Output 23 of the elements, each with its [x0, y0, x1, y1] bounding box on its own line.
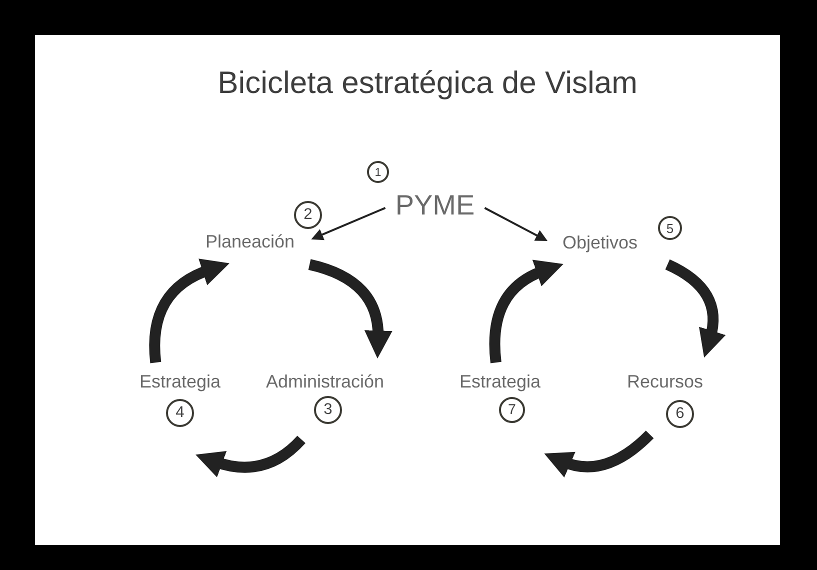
- arrow: [665, 260, 726, 358]
- step-label: Estrategia: [139, 372, 221, 392]
- arrow: [149, 259, 230, 363]
- arrow: [489, 260, 564, 364]
- step-number: 7: [499, 397, 525, 423]
- arrow: [195, 436, 306, 478]
- step-label: Planeación: [205, 232, 295, 252]
- step-label: Objetivos: [562, 234, 638, 252]
- step-label: Estrategia: [459, 372, 541, 392]
- step-label: PYME: [395, 190, 475, 220]
- step-number: 5: [658, 216, 682, 240]
- arrow: [544, 430, 654, 478]
- step-number: 2: [294, 201, 322, 229]
- step-number: 4: [166, 399, 194, 427]
- step-label: Administración: [266, 372, 384, 392]
- diagram-title: Bicicleta estratégica de Vislam: [216, 65, 638, 101]
- step-number: 3: [314, 396, 342, 424]
- step-number: 1: [367, 161, 389, 183]
- step-number: 6: [666, 400, 694, 428]
- step-label: Recursos: [626, 372, 704, 392]
- arrow: [311, 207, 386, 240]
- arrow: [308, 259, 392, 359]
- arrow: [484, 207, 548, 242]
